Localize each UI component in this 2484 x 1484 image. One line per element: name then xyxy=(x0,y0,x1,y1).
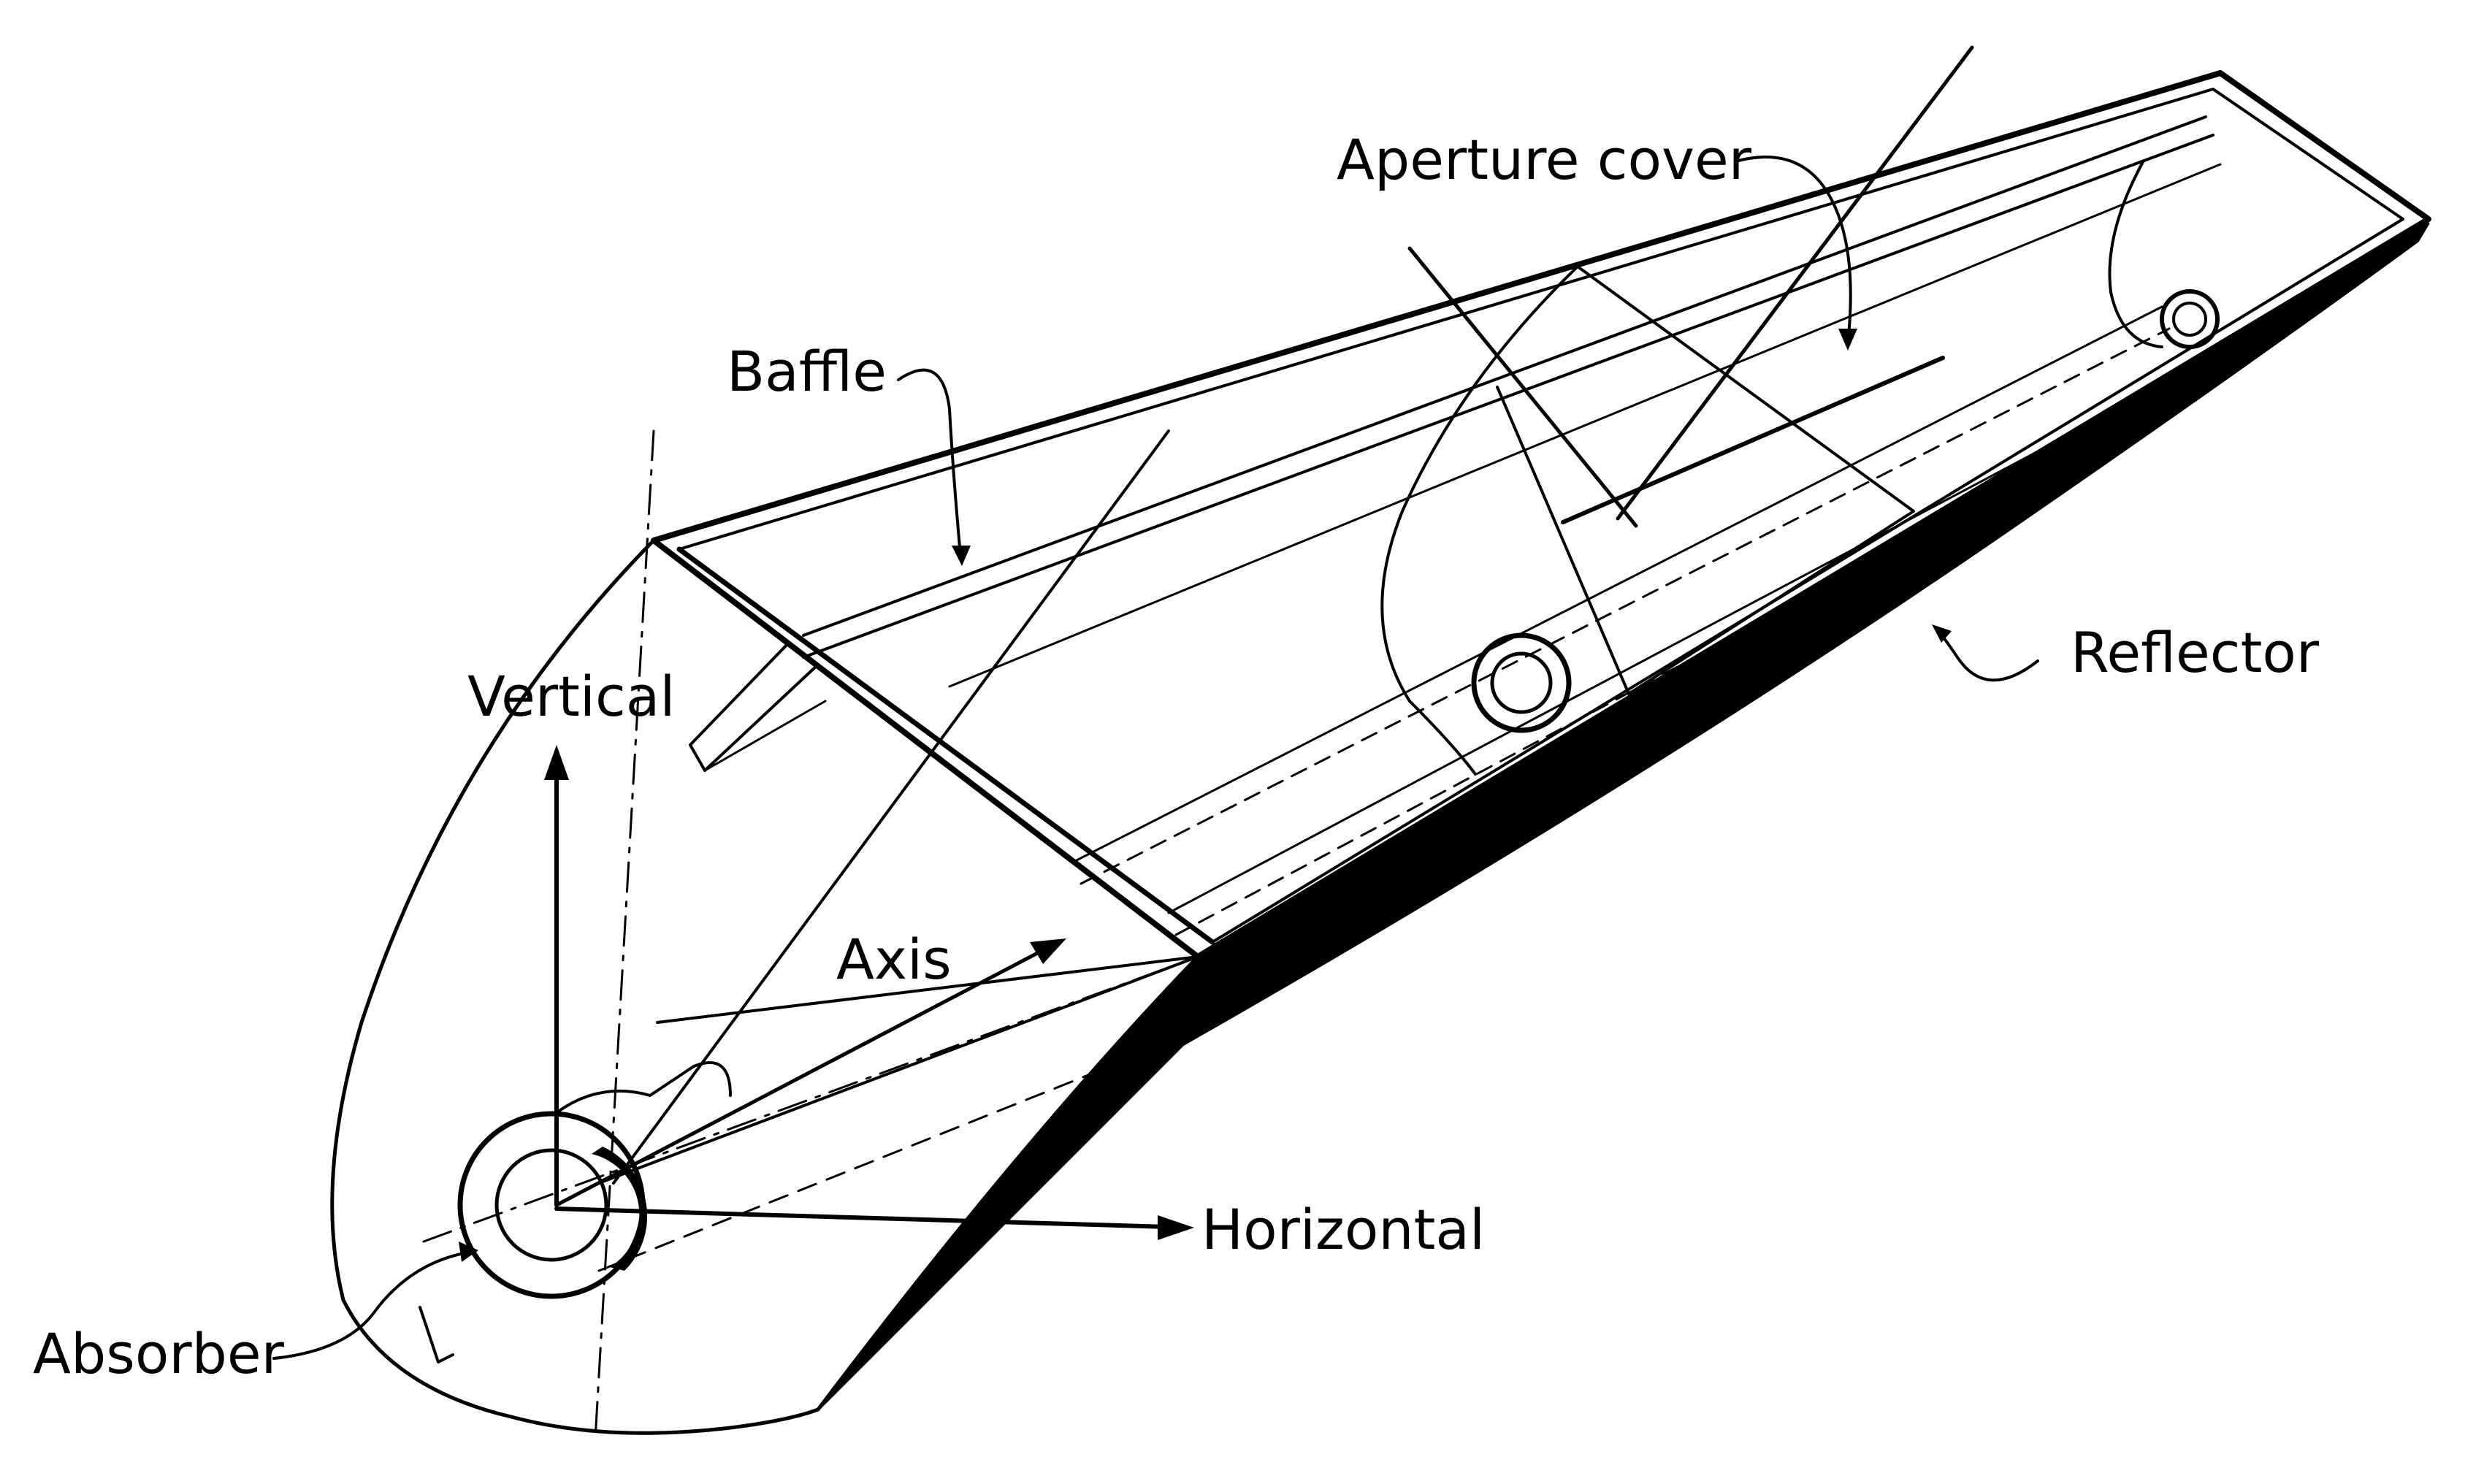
axis-arrow-line xyxy=(554,947,1047,1207)
aperture-cover-frame xyxy=(651,70,2431,960)
ray-reflected xyxy=(1561,356,1945,524)
label-axis: Axis xyxy=(836,927,952,992)
end-absorber-ring-outer xyxy=(2160,289,2220,349)
baffle-leader xyxy=(897,368,962,556)
horizontal-arrow-line xyxy=(554,1206,1171,1229)
end-absorber-ring-inner xyxy=(2172,302,2207,337)
front-absorber-shade xyxy=(592,1147,648,1271)
ray-1 xyxy=(1616,45,1974,521)
aperture-cover-leader-tip xyxy=(1838,329,1857,351)
ray-3 xyxy=(612,429,1170,1185)
panel-line-4 xyxy=(1072,305,2163,863)
label-baffle: Baffle xyxy=(727,339,887,404)
mid-profile-curve xyxy=(1380,265,1579,776)
label-vertical: Vertical xyxy=(467,664,675,729)
label-absorber: Absorber xyxy=(33,1321,285,1386)
end-profile-curve xyxy=(2108,159,2163,348)
cover-crossbar xyxy=(676,546,1215,945)
panel-line-1 xyxy=(802,115,2207,637)
baffle-leader-tip xyxy=(952,546,971,566)
reflector-shadow xyxy=(817,221,2430,1411)
front-absorber-cap xyxy=(554,1061,732,1115)
panel-line-dashed-1 xyxy=(1079,327,2171,885)
baffle-edge xyxy=(703,700,827,772)
axis-projection-line xyxy=(422,955,1199,1243)
absorber-leader-tip xyxy=(459,1242,478,1262)
panel-line-2 xyxy=(802,134,2214,659)
label-aperture-cover: Aperture cover xyxy=(1337,127,1752,192)
reflector-notch xyxy=(419,1306,454,1363)
mid-absorber-ring-outer xyxy=(1471,632,1572,733)
ray-2 xyxy=(1407,246,1638,528)
baffle-wedge xyxy=(689,641,819,772)
reflector-leader-tip xyxy=(1932,624,1952,643)
label-reflector: Reflector xyxy=(2071,620,2320,685)
vertical-projection-line xyxy=(594,429,655,1440)
axis-arrowhead xyxy=(1030,938,1066,964)
panel-line-3 xyxy=(948,163,2222,688)
panel-line-5 xyxy=(1167,349,2229,914)
label-horizontal: Horizontal xyxy=(1201,1197,1485,1262)
cover-square xyxy=(1496,265,1915,695)
absorber-leader xyxy=(272,1251,469,1360)
vertical-arrowhead xyxy=(544,745,569,780)
horizontal-arrowhead xyxy=(1158,1215,1194,1240)
front-absorber-outer xyxy=(457,1111,646,1299)
guide-line-dashed xyxy=(597,1036,1185,1272)
mid-absorber-ring-inner xyxy=(1490,651,1553,714)
panel-line-dashed-2 xyxy=(1174,367,2236,936)
front-absorber-inner xyxy=(494,1148,608,1262)
reflector-leader xyxy=(1934,627,2039,682)
aperture-inner-edge-1 xyxy=(678,88,2404,551)
reflector-body xyxy=(330,538,1200,1435)
aperture-cover-leader xyxy=(1737,156,1852,345)
guide-line-1 xyxy=(656,955,1199,1024)
